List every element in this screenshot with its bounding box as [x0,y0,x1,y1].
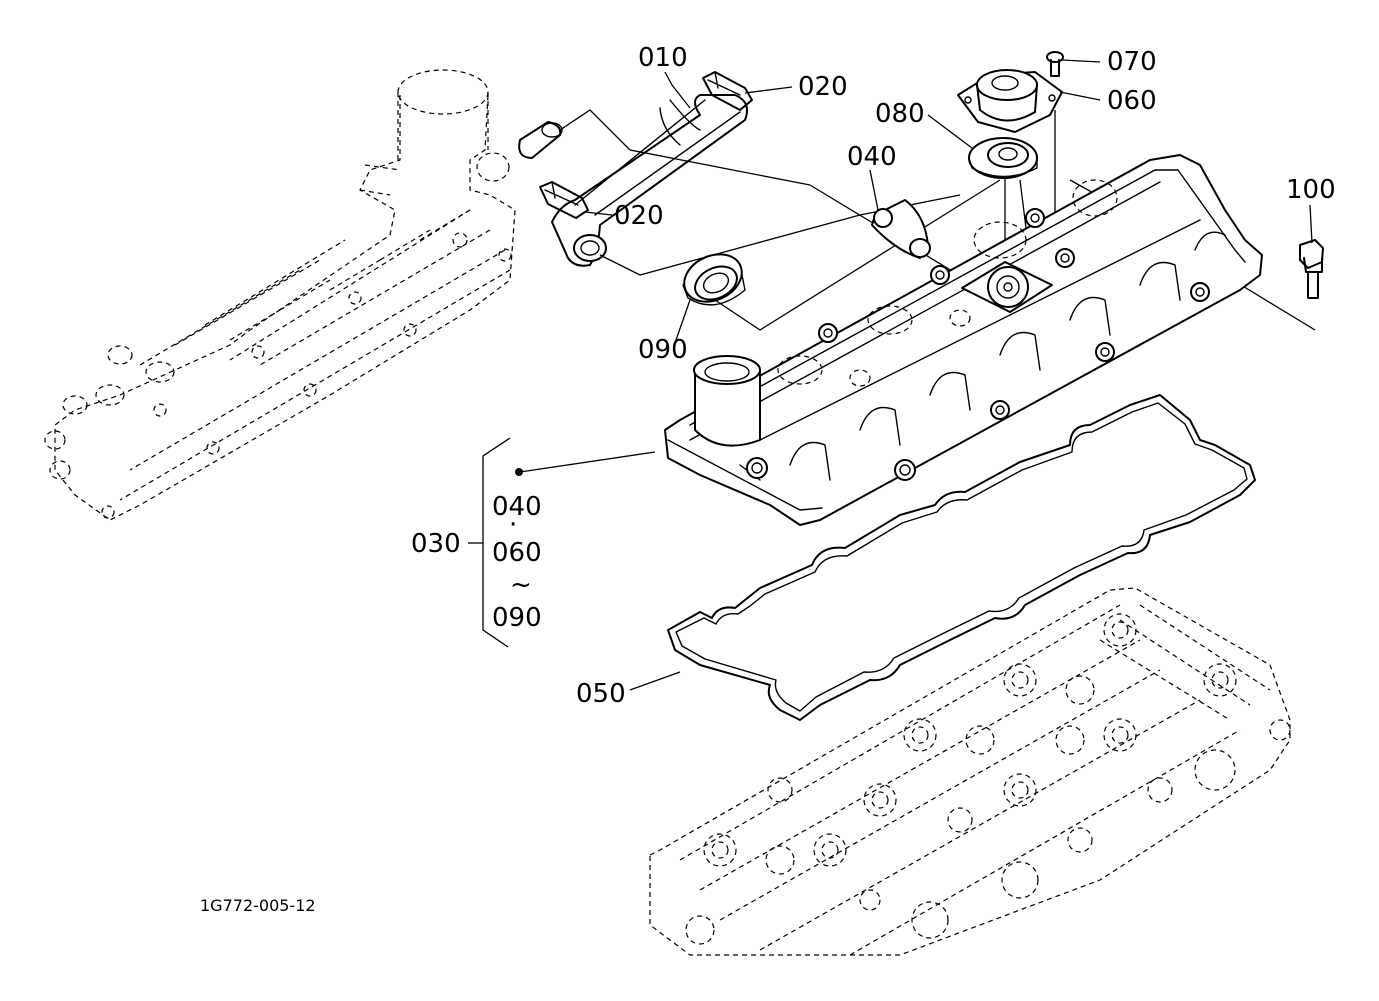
rocker-cover-030-drawing [664,154,1263,526]
hose-clamp-020-top-drawing [702,71,753,111]
label-040: 040 [847,142,897,172]
intake-manifold-drawing [44,69,516,521]
cylinder-head-drawing [649,587,1291,956]
label-060: 060 [1107,86,1157,116]
hose-clamp-020-bottom-drawing [539,181,589,219]
group-030-line3: 090 [492,603,542,633]
group-030-sep2: ~ [510,570,532,600]
breather-hose-010-drawing [551,94,748,267]
pipe-040-drawing [871,199,931,259]
diaphragm-080-drawing [968,137,1038,179]
screw-070-drawing [1046,51,1064,77]
group-030-sep1: · [509,510,517,540]
label-020-bottom: 020 [614,201,664,231]
label-030: 030 [411,529,461,559]
oil-seal-090-drawing [682,253,746,306]
bolt-100-drawing [1299,239,1324,299]
drawing-code: 1G772-005-12 [200,896,316,915]
pipe-fitting-drawing [518,121,563,159]
label-070: 070 [1107,47,1157,77]
label-010: 010 [638,43,688,73]
leader-lines [515,59,1313,691]
gasket-050-drawing [667,394,1256,721]
group-030-line1: 040 [492,492,542,522]
group-030-bracket [468,437,511,648]
label-050: 050 [576,679,626,709]
breather-cap-060-drawing [957,69,1063,133]
label-020-top: 020 [798,72,848,102]
label-090: 090 [638,335,688,365]
label-080: 080 [875,99,925,129]
label-100: 100 [1286,175,1336,205]
group-030-line2: 060 [492,538,542,568]
